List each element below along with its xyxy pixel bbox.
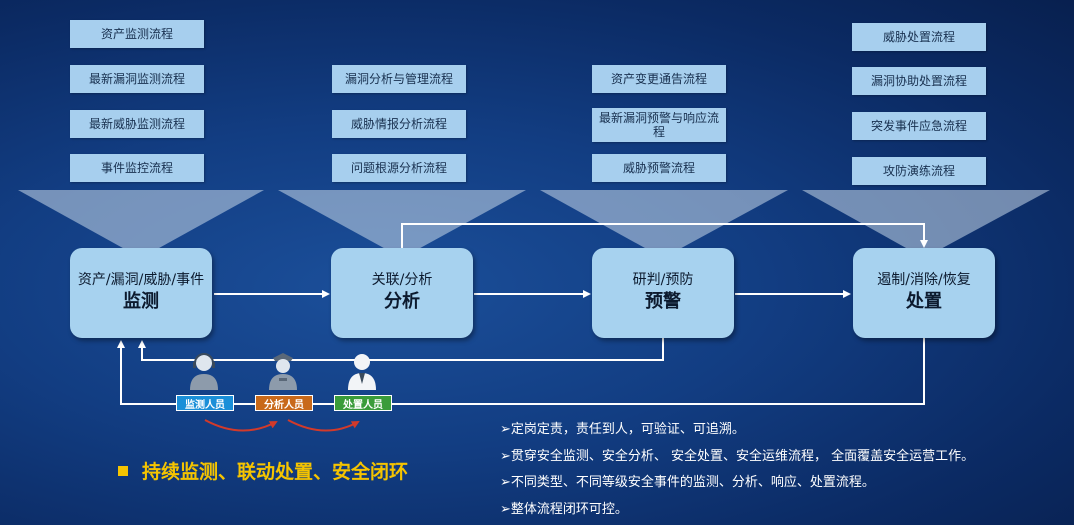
funnel-disposal [802,190,1050,258]
sub-process-box: 威胁处置流程 [852,23,986,51]
sub-process-box: 攻防演练流程 [852,157,986,185]
stage-title: 监测 [123,291,159,312]
headset-operator-icon [190,353,218,390]
arrow-disposal-feedback [117,338,925,405]
funnel-monitor [18,190,264,258]
sub-process-box: 资产变更通告流程 [592,65,726,93]
sub-process-box: 漏洞分析与管理流程 [332,65,466,93]
stage-disposal: 遏制/消除/恢复 处置 [853,248,995,338]
role-handoff-arrow [287,419,360,432]
stage-warning: 研判/预防 预警 [592,248,734,338]
officer-icon [269,353,297,390]
bullet-point: ➢整体流程闭环可控。 [500,502,628,517]
slogan-text: 持续监测、联动处置、安全闭环 [142,461,409,483]
sub-process-box: 最新漏洞监测流程 [70,65,204,93]
stage-subtitle: 遏制/消除/恢复 [877,272,971,288]
sub-process-box: 突发事件应急流程 [852,112,986,140]
square-bullet-icon [118,466,128,476]
sub-process-box: 资产监测流程 [70,20,204,48]
stage-subtitle: 关联/分析 [371,272,433,288]
stage-title: 预警 [645,291,681,312]
sub-process-box: 问题根源分析流程 [332,154,466,182]
slogan: 持续监测、联动处置、安全闭环 [118,457,408,484]
role-badge-analyst: 分析人员 [255,395,313,411]
bullet-point: ➢不同类型、不同等级安全事件的监测、分析、响应、处置流程。 [500,475,875,490]
sub-process-box: 漏洞协助处置流程 [852,67,986,95]
sub-process-box: 威胁预警流程 [592,154,726,182]
sub-process-box: 威胁情报分析流程 [332,110,466,138]
sub-process-box: 最新漏洞预警与响应流程 [592,108,726,142]
sub-process-box: 最新威胁监测流程 [70,110,204,138]
stage-subtitle: 研判/预防 [632,272,694,288]
stage-monitor: 资产/漏洞/威胁/事件 监测 [70,248,212,338]
stage-subtitle: 资产/漏洞/威胁/事件 [77,272,205,288]
businessman-icon [348,354,376,390]
bullet-point: ➢定岗定责，责任到人，可验证、可追溯。 [500,422,745,437]
arrow-analysis-to-disposal [401,223,928,248]
role-handoff-arrow [204,419,278,432]
role-badge-monitor: 监测人员 [176,395,234,411]
stage-title: 分析 [384,291,420,312]
bullet-point: ➢贯穿安全监测、安全分析、 安全处置、安全运维流程， 全面覆盖安全运营工作。 [500,449,975,464]
stage-title: 处置 [906,291,942,312]
sub-process-box: 事件监控流程 [70,154,204,182]
arrow-warning-feedback [138,338,664,361]
stage-analysis: 关联/分析 分析 [331,248,473,338]
role-badge-handler: 处置人员 [334,395,392,411]
